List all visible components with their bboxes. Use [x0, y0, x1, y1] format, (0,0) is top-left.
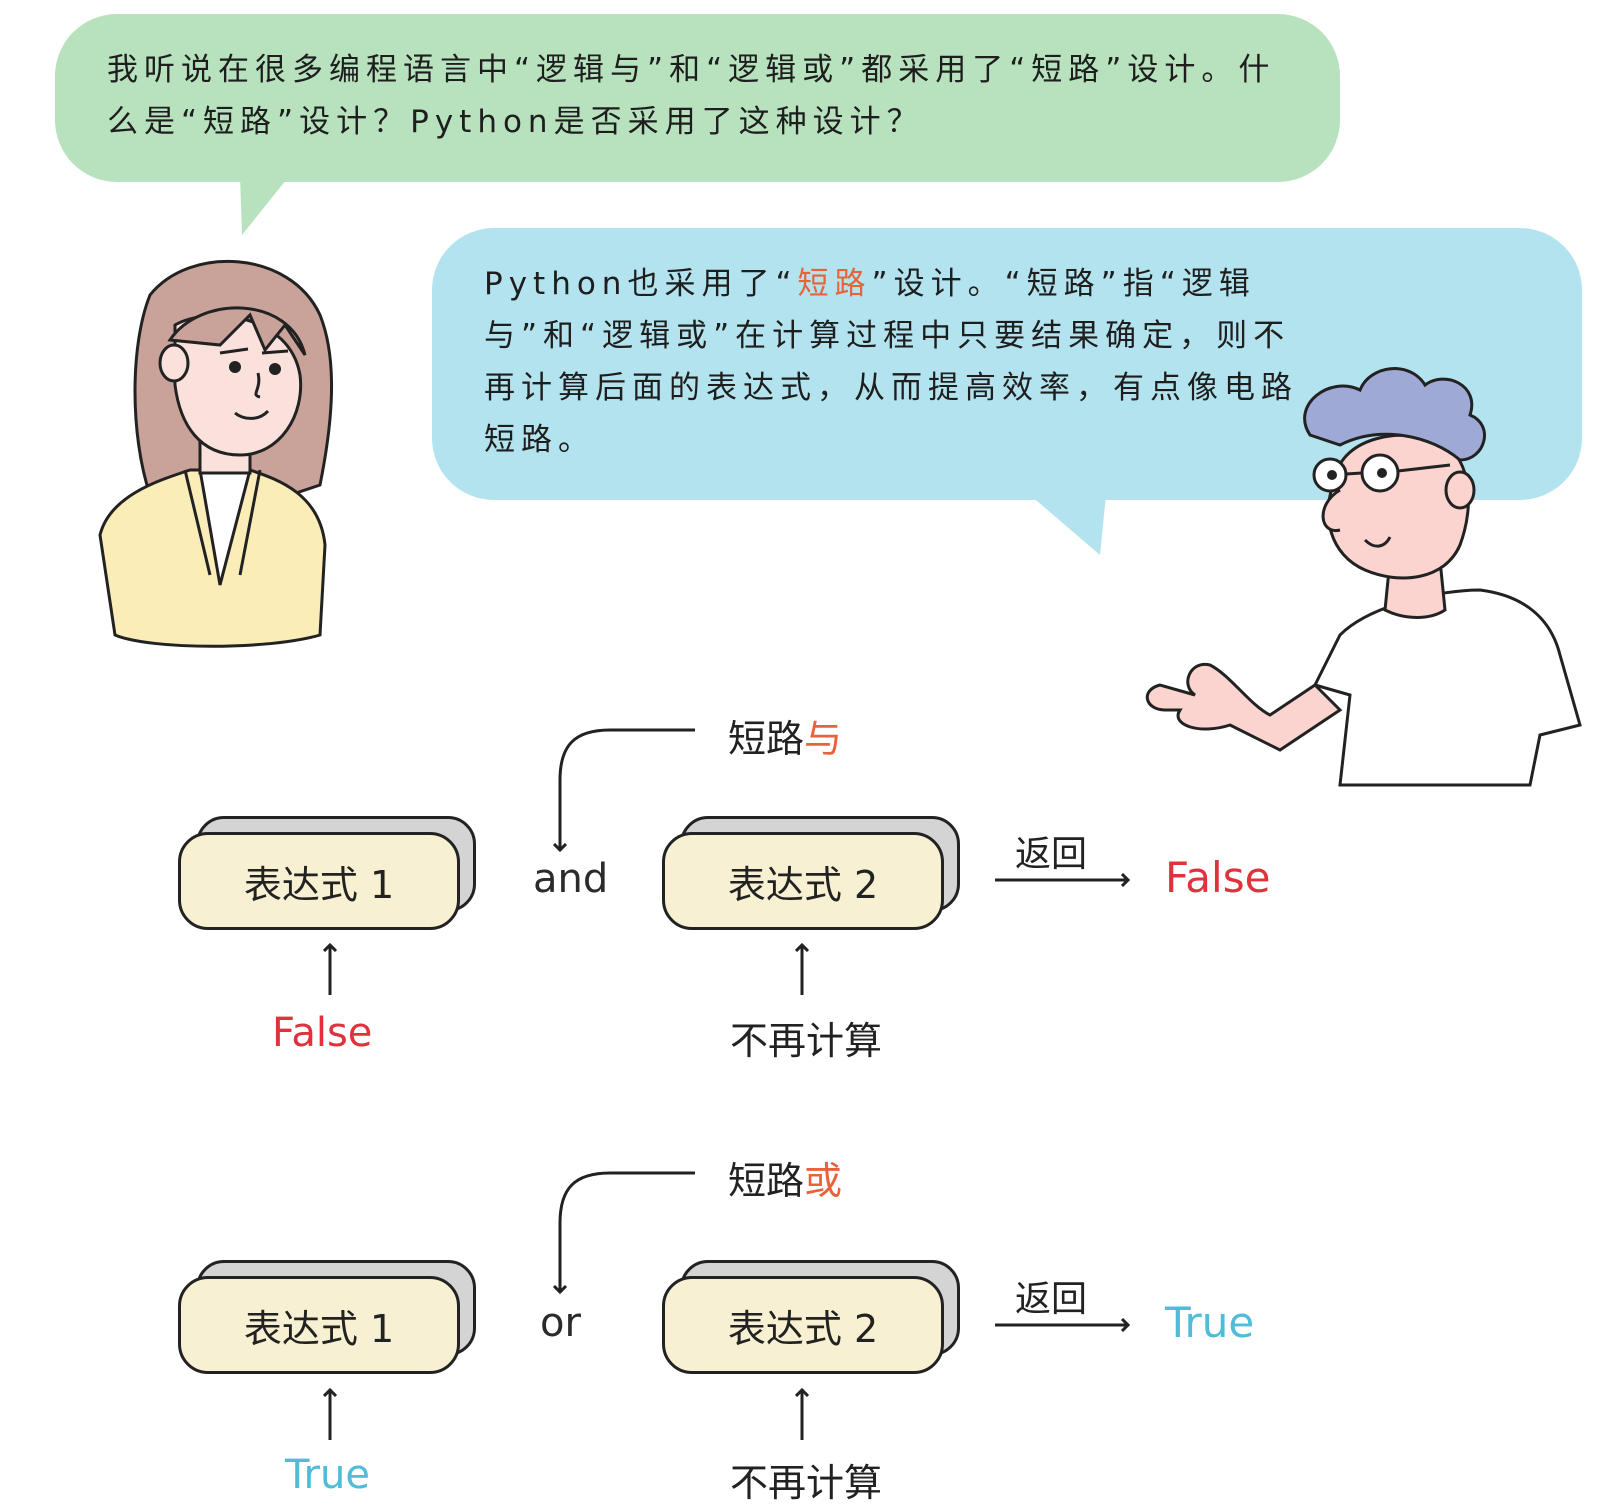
man-speech-highlight: 短路: [797, 266, 872, 302]
or-result: True: [1165, 1298, 1255, 1347]
and-expr1-box: 表达式 1: [178, 816, 478, 932]
and-caption: 短路与: [728, 708, 842, 763]
or-expr1-box: 表达式 1: [178, 1260, 478, 1376]
or-caption-highlight: 或: [804, 1159, 843, 1203]
or-expr2-note: 不再计算: [730, 1461, 883, 1505]
and-result: False: [1165, 853, 1271, 902]
or-expr2-box: 表达式 2: [662, 1260, 962, 1376]
and-expr1-label: 表达式 1: [178, 832, 460, 930]
man-speech-part1: Python也采用了“: [484, 266, 798, 302]
and-operator: and: [533, 856, 609, 902]
or-caption-prefix: 短路: [728, 1159, 805, 1203]
woman-speech-bubble: 我听说在很多编程语言中“逻辑与”和“逻辑或”都采用了“短路”设计。什么是“短路”…: [55, 14, 1340, 182]
or-expr1-value: True: [285, 1452, 370, 1498]
and-return-label: 返回: [1015, 834, 1088, 875]
woman-character-illustration: [98, 259, 334, 648]
woman-speech-tail: [240, 175, 290, 235]
or-expr1-label: 表达式 1: [178, 1276, 460, 1374]
and-caption-highlight: 与: [804, 717, 843, 761]
and-expr1-value: False: [272, 1010, 373, 1056]
or-operator: or: [540, 1300, 581, 1346]
man-speech-bubble: Python也采用了“短路”设计。“短路”指“逻辑与”和“逻辑或”在计算过程中只…: [432, 228, 1582, 500]
man-character-illustration: [1146, 367, 1582, 787]
man-speech-tail: [1030, 495, 1106, 555]
man-speech-text: Python也采用了“短路”设计。“短路”指“逻辑与”和“逻辑或”在计算过程中只…: [484, 258, 1304, 466]
and-expr2-box: 表达式 2: [662, 816, 962, 932]
and-expr2-label: 表达式 2: [662, 832, 944, 930]
or-caption: 短路或: [728, 1150, 842, 1205]
or-expr2-label: 表达式 2: [662, 1276, 944, 1374]
woman-speech-text: 我听说在很多编程语言中“逻辑与”和“逻辑或”都采用了“短路”设计。什么是“短路”…: [107, 52, 1276, 140]
or-return-label: 返回: [1015, 1279, 1088, 1320]
and-caption-prefix: 短路: [728, 717, 805, 761]
and-expr2-note: 不再计算: [730, 1019, 883, 1063]
man-speech-part2: ”设计。“短路”指“逻辑与”和“逻辑或”在计算过程中只要结果确定，则不再计算后面…: [484, 266, 1298, 458]
